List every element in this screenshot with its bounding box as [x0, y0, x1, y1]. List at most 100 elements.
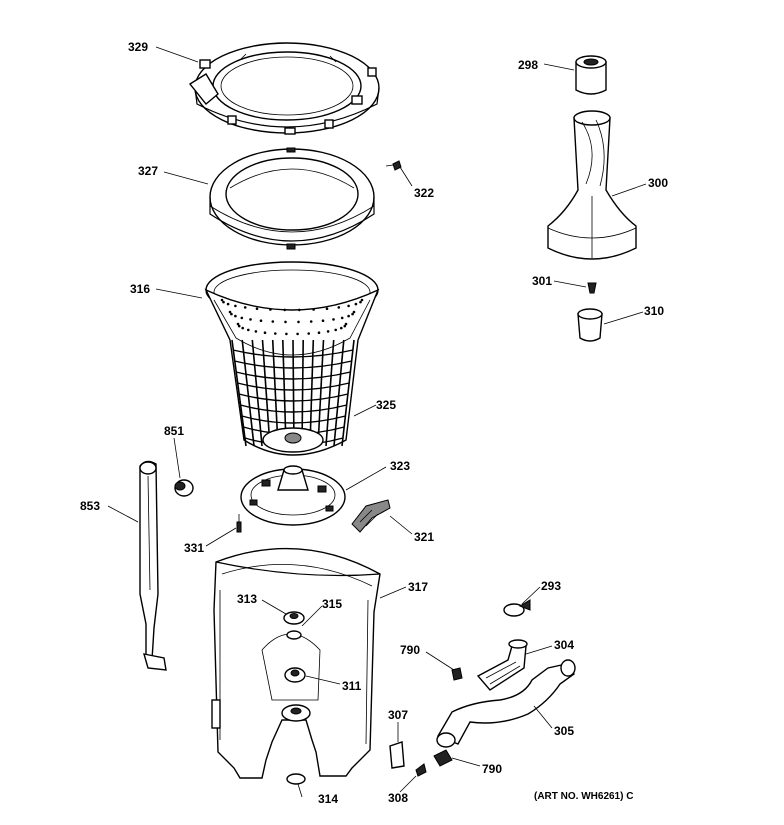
basket-perforation — [259, 319, 263, 323]
basket-perforation — [234, 304, 237, 308]
basket-hub — [262, 427, 324, 453]
label-part-300: 300 — [648, 176, 669, 190]
o-ring-314 — [286, 773, 306, 785]
agitator-300 — [547, 110, 637, 260]
screw-322 — [385, 160, 402, 171]
outer-tub-ring-327 — [209, 147, 375, 250]
art-number: (ART NO. WH6261) C — [534, 791, 634, 802]
basket-mesh-band — [232, 349, 354, 358]
suspension-rod-853 — [139, 460, 167, 671]
basket-perforation — [296, 332, 299, 336]
basket-mesh-band — [235, 371, 351, 380]
basket-perforation — [228, 310, 232, 314]
label-part-851: 851 — [164, 424, 185, 438]
basket-perforation — [352, 310, 356, 314]
coupler-310 — [577, 308, 603, 342]
basket-perforation — [255, 307, 259, 311]
label-part-304: 304 — [554, 638, 575, 652]
label-part-325: 325 — [376, 398, 397, 412]
basket-perforation — [309, 320, 313, 323]
basket-mesh-bar — [309, 339, 315, 447]
basket-perforation — [247, 328, 250, 332]
label-part-311: 311 — [342, 679, 362, 693]
label-part-329: 329 — [128, 40, 149, 54]
basket-perforation — [240, 316, 244, 320]
basket-perforation — [340, 326, 343, 330]
basket-perforation — [312, 308, 315, 311]
basket-perforation — [263, 331, 267, 335]
basket-perforation — [307, 332, 311, 335]
basket-mesh-bar — [271, 339, 279, 447]
basket-perforation — [340, 316, 344, 320]
label-part-323: 323 — [390, 459, 411, 473]
bolt-331 — [236, 514, 242, 533]
basket-mesh-bar — [341, 339, 355, 447]
basket-perforation — [325, 307, 329, 311]
basket-perforation — [343, 324, 347, 328]
basket-mesh-bar — [317, 339, 325, 447]
clamp-790-lower — [433, 749, 453, 767]
label-part-313: 313 — [237, 592, 258, 606]
label-part-790-upper: 790 — [400, 643, 421, 657]
clamp-293 — [503, 599, 531, 617]
wash-basket-316 — [204, 261, 380, 456]
drive-hub-323 — [240, 465, 346, 526]
label-part-307: 307 — [388, 708, 409, 722]
basket-perforation — [237, 324, 241, 328]
basket-perforation — [321, 319, 325, 323]
label-part-327: 327 — [138, 164, 159, 178]
label-part-315: 315 — [322, 597, 343, 611]
basket-perforation — [351, 312, 354, 316]
basket-mesh-bar — [325, 339, 335, 447]
basket-perforation — [298, 308, 301, 312]
basket-mesh-band — [234, 360, 352, 369]
basket-perforation — [241, 326, 244, 330]
basket-perforation — [317, 331, 321, 335]
basket-perforation — [269, 308, 272, 311]
clamp-790-upper — [451, 667, 463, 681]
basket-mesh-325 — [220, 298, 364, 447]
label-part-308: 308 — [388, 791, 409, 805]
bracket-321 — [351, 499, 391, 533]
basket-mesh-band — [237, 382, 350, 391]
seal-313 — [283, 611, 305, 625]
clip-307 — [389, 741, 405, 769]
basket-mesh-bar — [241, 339, 255, 447]
basket-mesh-bar — [333, 339, 345, 447]
lower-hub — [281, 704, 311, 722]
agitator-cap-298 — [575, 55, 607, 95]
basket-perforation — [243, 306, 247, 309]
basket-perforation — [230, 312, 233, 316]
basket-perforation — [222, 300, 225, 304]
basket-perforation — [347, 304, 350, 308]
basket-mesh-band — [241, 415, 346, 424]
bearing-311 — [284, 667, 306, 683]
washer-315 — [286, 630, 302, 640]
basket-perforation — [344, 322, 348, 326]
basket-perforation — [337, 306, 341, 309]
tub-cover-329 — [188, 42, 380, 135]
label-part-314: 314 — [318, 792, 339, 806]
basket-perforation — [334, 328, 338, 332]
label-part-305: 305 — [554, 724, 575, 738]
label-part-317: 317 — [408, 580, 429, 594]
basket-perforation — [249, 318, 252, 321]
basket-mesh-bar — [231, 339, 247, 447]
label-part-293: 293 — [541, 579, 562, 593]
basket-perforation — [236, 322, 240, 326]
outer-tub-317 — [211, 547, 381, 779]
label-part-331: 331 — [184, 541, 205, 555]
label-part-322: 322 — [414, 186, 435, 200]
basket-perforation — [360, 298, 364, 302]
basket-mesh-bar — [261, 339, 271, 447]
label-part-316: 316 — [130, 282, 151, 296]
basket-perforation — [354, 302, 358, 306]
basket-perforation — [285, 332, 288, 336]
basket-mesh-bar — [251, 339, 263, 447]
leader-lines — [107, 46, 647, 798]
basket-perforation — [347, 314, 350, 318]
basket-perforation — [271, 320, 275, 323]
basket-perforation — [332, 318, 335, 321]
